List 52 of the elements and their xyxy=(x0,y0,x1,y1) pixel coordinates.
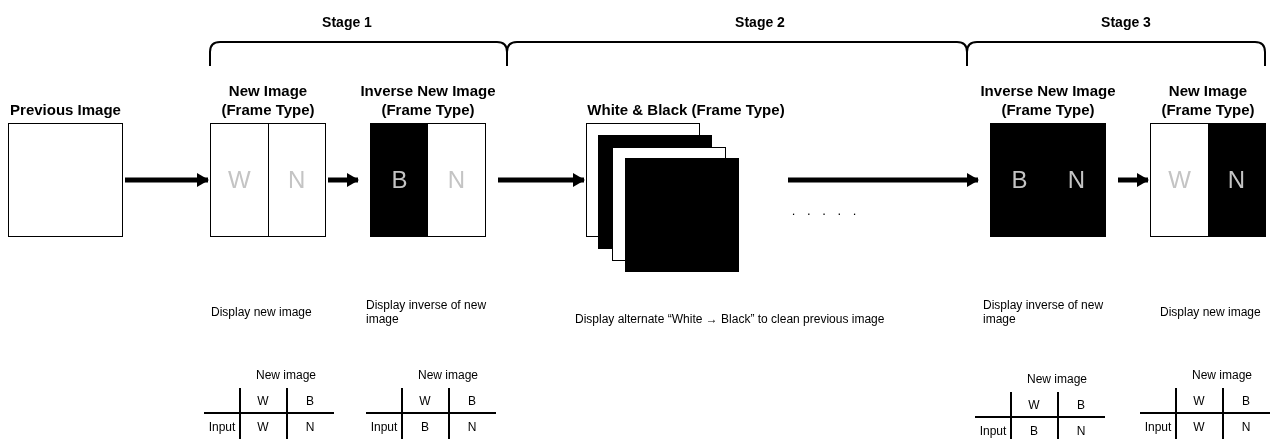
row-header-text: Input xyxy=(979,424,1007,438)
table-text: B xyxy=(1030,424,1038,438)
table-text: B xyxy=(468,394,476,408)
frame-letter: N xyxy=(1067,166,1086,194)
frame-letter: N xyxy=(288,166,306,194)
frame-title: Previous Image xyxy=(10,100,121,119)
arrow xyxy=(498,173,585,187)
table-text: W xyxy=(1028,398,1040,412)
table-text: W xyxy=(1193,394,1205,408)
stage-label: Stage 1 xyxy=(322,14,372,30)
frame-letter: W xyxy=(1168,166,1191,194)
description-text: Display inverse of new image xyxy=(983,298,1105,326)
table-text: W xyxy=(419,394,431,408)
arrow xyxy=(125,173,209,187)
row-header-text: Input xyxy=(370,420,398,434)
table-text: W xyxy=(257,394,269,408)
description-text: Display new image xyxy=(1160,305,1261,319)
table-header-text: New image xyxy=(256,368,316,382)
frame-letter: W xyxy=(227,166,251,194)
table-text: B xyxy=(1242,394,1250,408)
table-text: W xyxy=(1193,420,1205,434)
table-header-text: New image xyxy=(1027,372,1087,386)
stage-label: Stage 3 xyxy=(1101,14,1151,30)
frame-title: New Image (Frame Type) xyxy=(1160,81,1256,119)
table-text: N xyxy=(305,420,315,434)
table-text: W xyxy=(257,420,269,434)
row-header-text: Input xyxy=(1144,420,1172,434)
description-text: Display new image xyxy=(211,305,312,319)
frame-title: White & Black (Frame Type) xyxy=(587,100,785,119)
frame-letter: B xyxy=(391,166,408,194)
row-header-text: Input xyxy=(208,420,236,434)
table-text: N xyxy=(1076,424,1086,438)
stage-label: Stage 2 xyxy=(735,14,785,30)
frame-title: Inverse New Image (Frame Type) xyxy=(360,81,496,119)
ellipsis-text: . . . . . xyxy=(791,204,861,218)
table-text: N xyxy=(467,420,477,434)
frame-letter: N xyxy=(447,166,466,194)
arrow xyxy=(1118,173,1149,187)
description-text: Display inverse of new image xyxy=(366,298,488,326)
frame-letter: N xyxy=(1227,166,1246,194)
table-text: B xyxy=(421,420,429,434)
table-header-text: New image xyxy=(1192,368,1252,382)
arrow xyxy=(328,173,359,187)
table-text: B xyxy=(1077,398,1085,412)
table-text: N xyxy=(1241,420,1251,434)
frame-title: Inverse New Image (Frame Type) xyxy=(980,81,1116,119)
table-header-text: New image xyxy=(418,368,478,382)
frame-title: New Image (Frame Type) xyxy=(220,81,316,119)
arrow xyxy=(788,173,979,187)
frame-letter: B xyxy=(1011,166,1028,194)
table-text: B xyxy=(306,394,314,408)
description-text: Display alternate “White → Black” to clean previous image xyxy=(575,312,885,326)
